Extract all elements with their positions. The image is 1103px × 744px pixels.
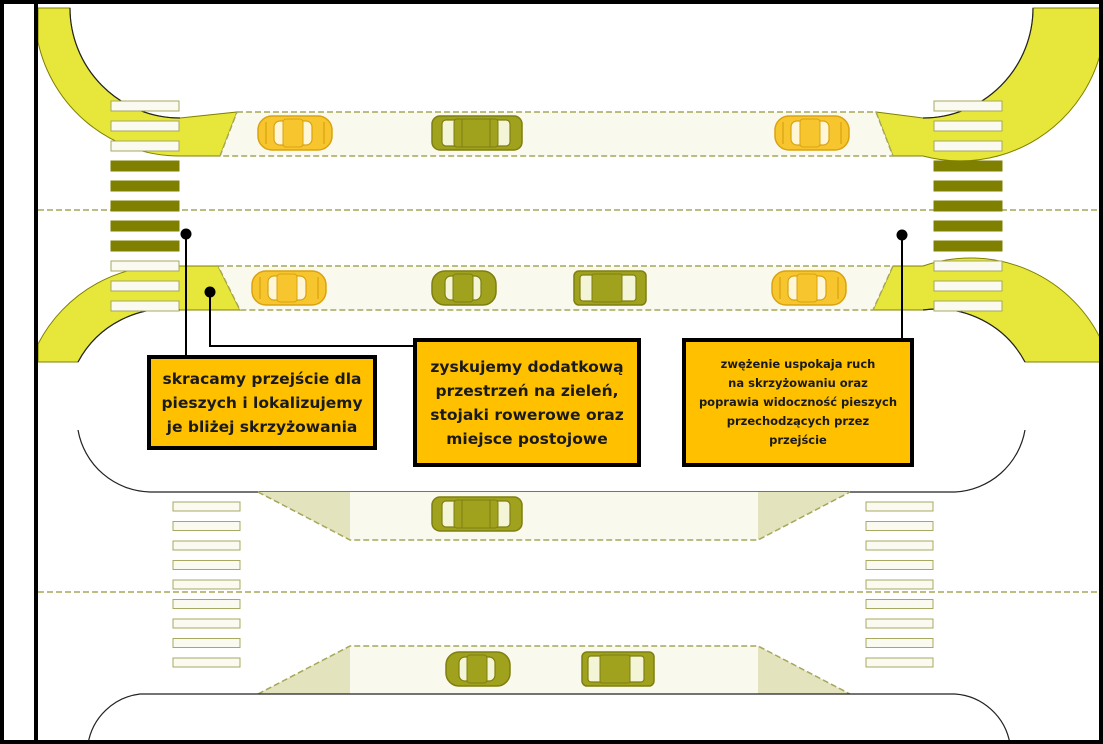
crosswalk-stripe <box>865 521 934 531</box>
parking-bay-top <box>218 111 895 157</box>
crosswalk-stripe <box>172 521 241 531</box>
crosswalk-stripe <box>110 240 180 252</box>
crosswalk-stripe <box>933 160 1003 172</box>
crosswalk-stripe <box>172 638 241 648</box>
crosswalk-stripe <box>933 200 1003 212</box>
callout-extra-space: zyskujemy dodatkową przestrzeń na zieleń… <box>413 338 641 467</box>
car-top-view-icon <box>431 496 523 532</box>
crosswalk-stripe <box>110 160 180 172</box>
car-top-view-icon <box>251 270 327 306</box>
crosswalk-stripe <box>933 240 1003 252</box>
crosswalk-stripe <box>172 618 241 629</box>
planting-triangle-lower-top-left <box>258 492 350 540</box>
crosswalk-stripe <box>933 220 1003 232</box>
crosswalk-top-right <box>933 100 1003 312</box>
crosswalk-stripe <box>110 260 180 272</box>
car-top-view-icon <box>431 115 523 151</box>
crosswalk-stripe <box>110 180 180 192</box>
crosswalk-stripe <box>933 100 1003 112</box>
crosswalk-stripe <box>865 618 934 629</box>
crosswalk-stripe <box>933 280 1003 292</box>
crosswalk-stripe <box>933 120 1003 132</box>
crosswalk-stripe <box>110 280 180 292</box>
parking-bay-lower-bottom <box>350 646 758 694</box>
car-top-view-icon <box>774 115 850 151</box>
crosswalk-stripe <box>172 540 241 551</box>
crosswalk-stripe <box>110 120 180 132</box>
leader-dot-icon <box>204 286 216 298</box>
leader-line-2 <box>209 292 414 347</box>
block-outline-bottom <box>77 429 1026 493</box>
crosswalk-stripe <box>172 560 241 570</box>
crosswalk-stripe <box>933 300 1003 312</box>
crosswalk-stripe <box>172 579 241 590</box>
leader-dot-icon <box>896 229 908 241</box>
crosswalk-stripe <box>865 657 934 668</box>
crosswalk-stripe <box>110 100 180 112</box>
planting-triangle-lower-bottom-left <box>258 646 350 694</box>
crosswalk-stripe <box>110 300 180 312</box>
parking-bay-middle <box>216 265 895 311</box>
crosswalk-stripe <box>172 657 241 668</box>
crosswalk-stripe <box>110 140 180 152</box>
crosswalk-bottom-right <box>865 501 934 668</box>
car-top-view-icon <box>257 115 333 151</box>
sidewalk-extension-top-right <box>875 7 1103 162</box>
car-top-view-icon <box>581 651 655 687</box>
crosswalk-stripe <box>933 140 1003 152</box>
sidewalk-extension-top-left <box>37 7 238 157</box>
crosswalk-stripe <box>933 180 1003 192</box>
car-top-view-icon <box>771 270 847 306</box>
crosswalk-stripe <box>865 579 934 590</box>
crosswalk-stripe <box>172 501 241 512</box>
car-top-view-icon <box>573 270 647 306</box>
crosswalk-stripe <box>110 200 180 212</box>
crosswalk-stripe <box>865 599 934 609</box>
crosswalk-stripe <box>865 501 934 512</box>
block-outline-upper <box>69 7 181 119</box>
crosswalk-top-left <box>110 100 180 312</box>
crosswalk-stripe <box>933 260 1003 272</box>
block-outline-lowest <box>87 693 1011 744</box>
leader-dot-icon <box>180 228 192 240</box>
crosswalk-stripe <box>865 638 934 648</box>
car-top-view-icon <box>445 651 511 687</box>
crosswalk-stripe <box>172 599 241 609</box>
crosswalk-stripe <box>110 220 180 232</box>
car-top-view-icon <box>431 270 497 306</box>
callout-shorten-crossing: skracamy przejście dla pieszych i lokali… <box>147 355 377 450</box>
crosswalk-stripe <box>865 540 934 551</box>
crosswalk-bottom-left <box>172 501 241 668</box>
parking-bay-lower-top <box>350 492 758 540</box>
callout-narrowing: zwężenie uspokaja ruch na skrzyżowaniu o… <box>682 338 914 467</box>
crosswalk-stripe <box>865 560 934 570</box>
